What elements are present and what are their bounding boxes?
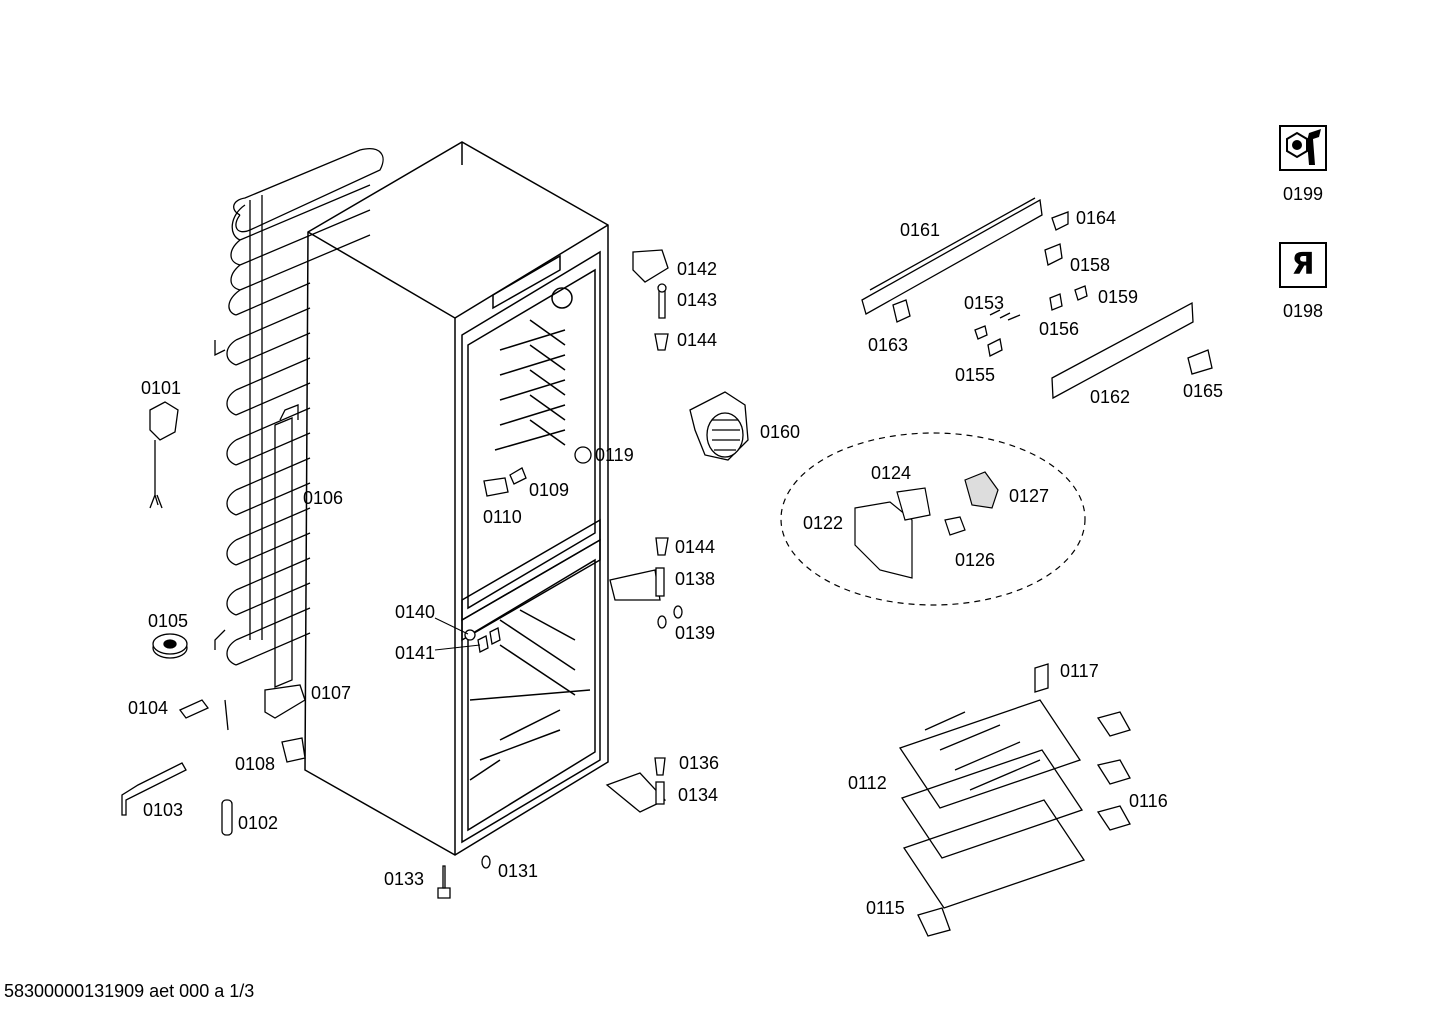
part-label-0105: 0105 [148,611,189,631]
part-label-0134: 0134 [678,785,719,805]
part-label-0143: 0143 [677,290,718,310]
part-label-0116: 0116 [1129,791,1168,811]
part-label-0102: 0102 [238,813,279,833]
part-label-0117: 0117 [1060,661,1099,681]
document-code: 58300000131909 aet 000 a 1/3 [4,981,255,1001]
part-label-0115: 0115 [866,898,905,918]
part-label-0161: 0161 [900,220,941,240]
rail-0106 [274,404,299,688]
part-label-0165: 0165 [1183,381,1224,401]
part-label-0155: 0155 [955,365,996,385]
small-parts [121,249,749,899]
condenser-coil [214,148,384,731]
reversed-r-glyph: Я [1291,247,1315,282]
part-label-0138: 0138 [675,569,716,589]
part-label-0198: 0198 [1283,301,1324,321]
part-label-0127: 0127 [1009,486,1050,506]
part-label-0160: 0160 [760,422,801,442]
part-label-0107: 0107 [311,683,352,703]
part-label-0131: 0131 [498,861,539,881]
part-label-0164: 0164 [1076,208,1117,228]
part-label-0140: 0140 [395,602,436,622]
part-label-0124: 0124 [871,463,912,483]
part-label-0106: 0106 [303,488,344,508]
wrench-nut-icon [1279,125,1327,171]
part-label-0158: 0158 [1070,255,1111,275]
part-label-0103: 0103 [143,800,184,820]
part-label-0110: 0110 [483,507,522,527]
part-label-0159: 0159 [1098,287,1139,307]
wrench-nut-icon-graphic [1286,129,1321,165]
part-label-0163: 0163 [868,335,909,355]
part-label-0112: 0112 [848,773,887,793]
part-label-0144-top: 0144 [677,330,718,350]
part-label-0139: 0139 [675,623,716,643]
part-label-0162: 0162 [1090,387,1131,407]
part-label-0141: 0141 [395,643,436,663]
part-label-0133: 0133 [384,869,425,889]
part-label-0119: 0119 [595,445,634,465]
part-label-0109: 0109 [529,480,570,500]
evaporator-racks [898,663,1131,937]
part-label-0104: 0104 [128,698,169,718]
part-label-0199: 0199 [1283,184,1324,204]
part-label-0144-bottom: 0144 [675,537,716,557]
part-label-0136: 0136 [679,753,720,773]
leader-lines [434,617,481,651]
control-parts [861,197,1213,400]
part-label-0101: 0101 [141,378,182,398]
part-label-0126: 0126 [955,550,996,570]
part-label-0142: 0142 [677,259,718,279]
lamp-group [780,432,1086,606]
part-label-0108: 0108 [235,754,276,774]
reversed-r-icon: Я [1279,242,1327,288]
part-label-0153: 0153 [964,293,1005,313]
part-label-0122: 0122 [803,513,844,533]
fridge-cabinet [304,141,609,856]
part-label-0156: 0156 [1039,319,1080,339]
